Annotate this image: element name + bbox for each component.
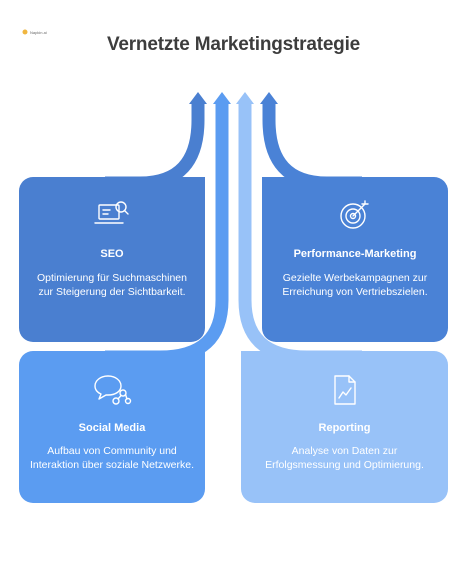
target-arrow-icon [340, 200, 369, 229]
card-description: Optimierung für Suchmaschinen zur Steige… [37, 272, 187, 298]
arrow-seo [105, 103, 205, 190]
card-title: Reporting [318, 422, 371, 434]
arrow-head-performance [260, 92, 278, 104]
logo-mark-icon [22, 29, 28, 35]
arrow-performance [262, 103, 362, 190]
chat-network-icon [94, 375, 132, 405]
logo: Napkin.ai [22, 29, 47, 35]
card-reporting: Reporting Analyse von Daten zur Erfolgsm… [241, 351, 448, 503]
card-performance-marketing: Performance-Marketing Gezielte Werbekamp… [262, 177, 448, 342]
card-social-media: Social Media Aufbau von Community und In… [19, 351, 205, 503]
card-description: Analyse von Daten zur Erfolgsmessung und… [265, 445, 424, 471]
line-chart-document-icon [333, 375, 356, 405]
card-title: SEO [100, 248, 124, 260]
card-seo: SEO Optimierung für Suchmaschinen zur St… [19, 177, 205, 342]
arrow-head-reporting [236, 92, 254, 104]
laptop-search-icon [94, 201, 129, 224]
arrow-head-seo [189, 92, 207, 104]
card-description: Aufbau von Community und Interaktion übe… [30, 445, 194, 471]
card-title: Social Media [78, 422, 146, 434]
page-title: Vernetzte Marketingstrategie [106, 34, 361, 55]
logo-text: Napkin.ai [30, 29, 47, 35]
arrow-head-social [213, 92, 231, 104]
card-title: Performance-Marketing [293, 248, 417, 260]
card-description: Gezielte Werbekampagnen zur Erreichung v… [282, 272, 428, 298]
